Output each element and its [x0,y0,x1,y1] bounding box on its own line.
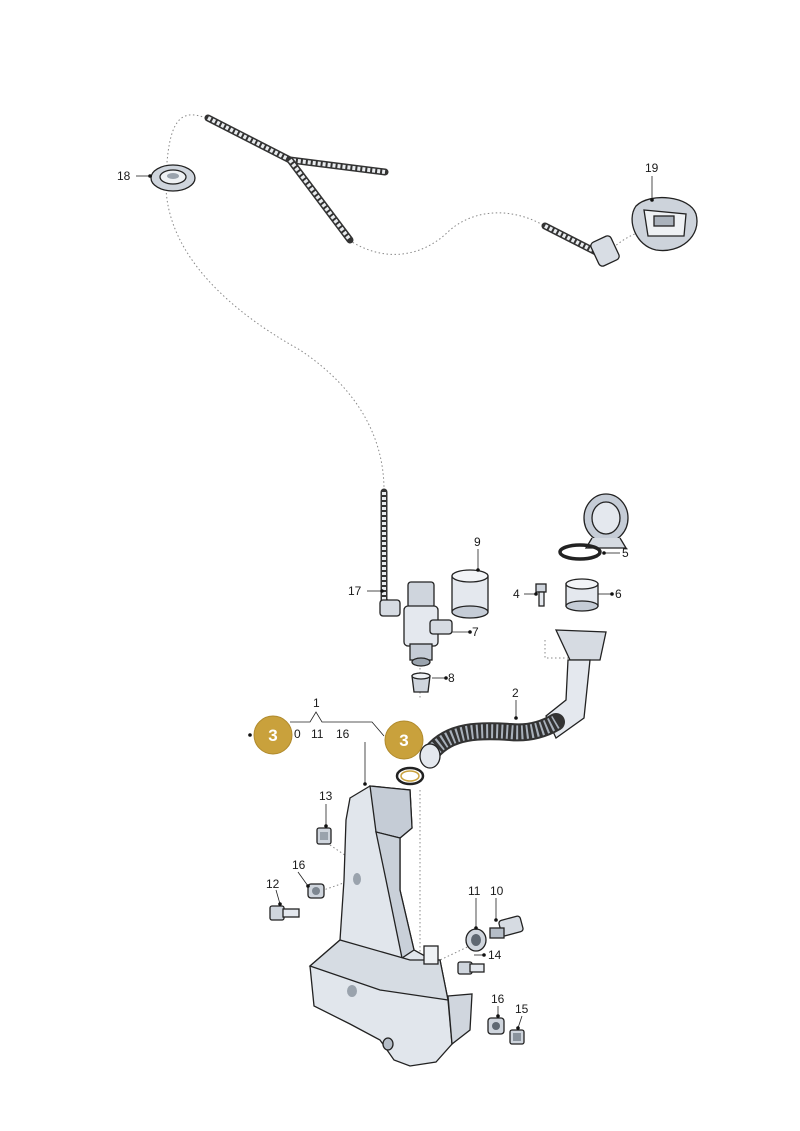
clip-part-15 [509,1029,525,1045]
fastener-guide-11 [439,941,479,961]
badge-3-left[interactable]: 3 [253,715,293,755]
callout-2: 2 [512,686,519,700]
callout-16-left: 16 [292,858,306,872]
group-1-sub-c: 16 [336,727,350,741]
callout-19: 19 [645,161,659,175]
bush-part-16-left [307,883,325,899]
callout-18: 18 [117,169,131,183]
callout-9: 9 [474,535,481,549]
callout-11: 11 [468,884,481,898]
callout-15: 15 [515,1002,529,1016]
callout-4: 4 [513,587,520,601]
badge-3-right-label: 3 [399,731,408,750]
filler-cap [583,493,629,549]
badge-3-left-label: 3 [268,726,277,745]
washer-pump-part-7 [403,581,453,667]
grommet-part-18 [150,164,196,192]
grommet-part-11 [465,928,487,952]
callout-6: 6 [615,587,622,601]
leader-lines [136,175,653,1029]
callout-14: 14 [488,948,502,962]
group-1-sub-b: 11 [311,727,324,741]
group-1-sub-a: 0 [294,727,301,741]
filler-neck-part-6 [565,578,599,612]
filler-pipe-part-2 [419,629,607,769]
connector-hose [541,222,620,267]
callout-7: 7 [472,625,479,639]
rubber-sleeve-part-9 [451,569,489,619]
washer-reservoir-tank [308,785,473,1067]
seal-ring [395,766,425,786]
callout-5: 5 [622,546,629,560]
bush-part-16-right [487,1017,505,1035]
washer-hose-line [165,114,385,491]
callout-17: 17 [348,584,362,598]
pump-feed-hose [379,488,401,617]
washer-hose-line-top [345,212,549,255]
bolt-part-12 [269,905,300,921]
pump-grommet-part-8 [411,672,431,693]
callout-12: 12 [266,877,280,891]
braided-y-hose [204,114,389,244]
screw-part-4 [535,583,547,607]
bracket-dashed-guide [544,640,578,659]
callout-13: 13 [319,789,333,803]
callout-1: 1 [313,696,320,710]
clip-nut-part-13 [316,827,332,845]
callout-8: 8 [448,671,455,685]
leader-dots [148,174,654,1030]
level-sensor-part-10 [489,915,524,939]
badge-3-right[interactable]: 3 [384,720,424,760]
callout-16-right: 16 [491,992,505,1006]
washer-nozzle-part-19 [631,196,698,252]
seal-ring-part-5 [558,543,602,561]
bolt-part-14 [457,961,485,975]
callout-10: 10 [490,884,504,898]
